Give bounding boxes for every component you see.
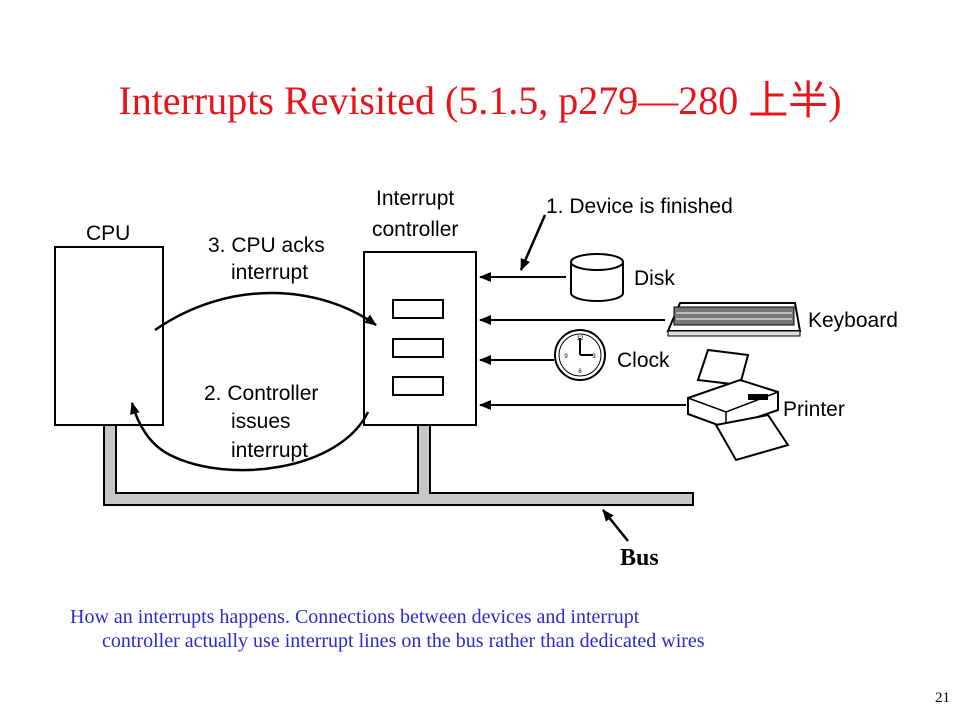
interrupt-diagram: CPU Interrupt controller 3. CPU acks int…	[54, 187, 898, 571]
svg-text:12: 12	[577, 336, 584, 342]
cpu-box	[54, 246, 164, 426]
controller-label-line2: controller	[372, 218, 458, 241]
cpu-label: CPU	[86, 222, 130, 245]
controller-label-line1: Interrupt	[376, 187, 454, 210]
caption-line1: How an interrupts happens. Connections b…	[70, 606, 640, 628]
printer-label: Printer	[783, 398, 845, 421]
device-finished-pointer	[519, 214, 547, 271]
disk-label: Disk	[634, 267, 675, 290]
cpu-ack-arrow	[154, 291, 377, 332]
bus-label: Bus	[620, 545, 659, 571]
controller-register	[392, 376, 444, 396]
step1-label: 1. Device is finished	[546, 195, 733, 218]
clock-label: Clock	[617, 349, 670, 372]
slide-title: Interrupts Revisited (5.1.5, p279—280 上半…	[118, 78, 842, 123]
keyboard-icon	[666, 302, 802, 337]
step3-line1: 3. CPU acks	[208, 234, 325, 257]
system-bus	[103, 424, 694, 506]
disk-icon	[570, 253, 624, 302]
controller-interrupt-arrow	[130, 402, 370, 472]
keyboard-label: Keyboard	[808, 309, 898, 332]
bus-pointer	[602, 509, 629, 542]
step2-line2: issues	[231, 410, 291, 433]
page-number: 21	[935, 690, 950, 706]
svg-text:3: 3	[592, 354, 596, 360]
svg-text:6: 6	[578, 369, 582, 375]
caption: How an interrupts happens. Connections b…	[70, 605, 930, 653]
step3-line2: interrupt	[231, 261, 308, 284]
step2-line3: interrupt	[231, 439, 308, 462]
step2-line1: 2. Controller	[204, 382, 318, 405]
caption-line2: controller actually use interrupt lines …	[102, 630, 705, 652]
clock-icon: 12 3 6 9	[554, 329, 606, 381]
controller-register	[392, 299, 444, 319]
svg-text:9: 9	[564, 354, 568, 360]
printer-icon	[687, 348, 790, 462]
controller-register	[392, 338, 444, 358]
